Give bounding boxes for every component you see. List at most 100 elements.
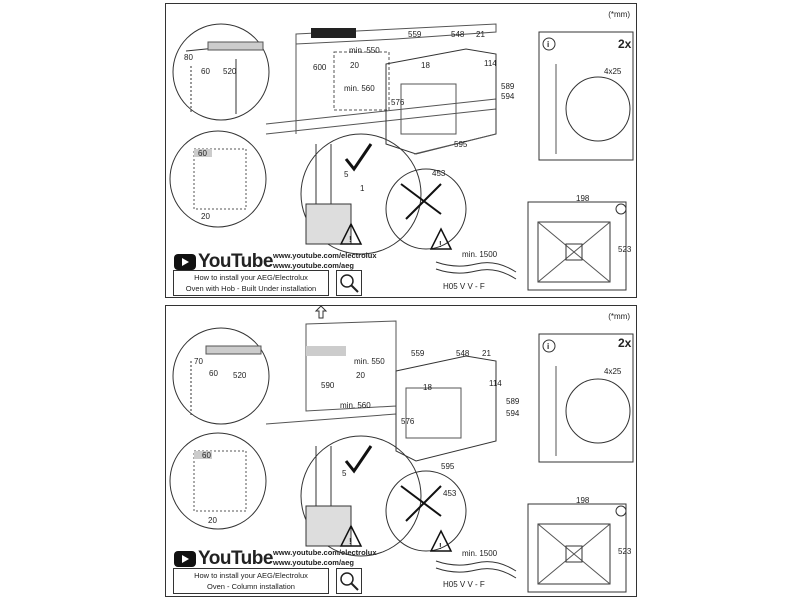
svg-text:4x25: 4x25 <box>604 67 622 76</box>
warning-icon <box>339 524 363 547</box>
svg-text:4x25: 4x25 <box>604 367 622 376</box>
svg-text:594: 594 <box>506 409 520 418</box>
built-under-diagram: ! ! i 80 60 520 600 min. 550 20 min. 560 <box>169 23 634 291</box>
svg-text:!: ! <box>349 537 352 546</box>
svg-text:520: 520 <box>233 371 247 380</box>
svg-text:min. 1500: min. 1500 <box>462 250 498 259</box>
svg-text:20: 20 <box>350 61 359 70</box>
warning-icon <box>429 227 453 250</box>
quantity-label: 2x <box>618 37 632 51</box>
column-installation-panel: ! ! i 70 60 520 590 min. 550 20 min. 560… <box>165 305 637 597</box>
info-icon <box>542 339 556 353</box>
svg-text:5: 5 <box>342 469 347 478</box>
up-arrow-icon <box>314 306 328 319</box>
svg-text:60: 60 <box>201 67 210 76</box>
svg-text:20: 20 <box>356 371 365 380</box>
info-icon <box>542 37 556 51</box>
hob-top-view <box>527 201 627 291</box>
svg-text:i: i <box>547 40 549 49</box>
youtube-logo: YouTube <box>174 548 273 570</box>
svg-text:60: 60 <box>209 369 218 378</box>
quantity-label: 2x <box>618 336 632 350</box>
svg-text:589: 589 <box>506 397 520 406</box>
svg-text:114: 114 <box>484 59 497 68</box>
detail-circle-cross <box>385 470 467 552</box>
url-aeg[interactable]: www.youtube.com/aeg <box>273 261 354 270</box>
svg-text:198: 198 <box>576 194 590 203</box>
svg-text:20: 20 <box>201 212 210 221</box>
svg-text:min. 1500: min. 1500 <box>462 549 498 558</box>
svg-text:21: 21 <box>476 30 485 39</box>
detail-circle-top-left <box>172 327 270 425</box>
detail-circle-cross <box>385 168 467 250</box>
detail-circle-top-left <box>172 23 270 121</box>
svg-text:!: ! <box>349 235 352 244</box>
svg-text:min. 560: min. 560 <box>340 401 371 410</box>
detail-circle-bottom-left <box>169 432 267 530</box>
svg-text:min. 560: min. 560 <box>344 84 375 93</box>
svg-text:!: ! <box>439 240 442 249</box>
svg-text:576: 576 <box>391 98 405 107</box>
unit-note: (*mm) <box>608 10 630 19</box>
svg-text:548: 548 <box>456 349 470 358</box>
youtube-urls: www.youtube.com/electrolux www.youtube.c… <box>273 251 377 271</box>
svg-text:!: ! <box>439 542 442 551</box>
detail-circle-check <box>300 435 422 557</box>
cross-mark-icon <box>405 183 442 220</box>
youtube-play-icon <box>174 254 196 270</box>
column-diagram: ! ! i 70 60 520 590 min. 550 20 min. 560… <box>169 306 634 593</box>
svg-text:1: 1 <box>360 184 365 193</box>
howto-box: How to install your AEG/Electrolux Oven … <box>173 568 329 594</box>
svg-text:min. 550: min. 550 <box>354 357 385 366</box>
svg-text:198: 198 <box>576 496 590 505</box>
svg-text:548: 548 <box>451 30 465 39</box>
column-cabinet <box>305 320 397 412</box>
built-under-installation-panel: ! ! i 80 60 520 600 min. 550 20 min. 560 <box>165 3 637 298</box>
svg-text:5: 5 <box>344 170 349 179</box>
svg-text:559: 559 <box>411 349 425 358</box>
svg-text:594: 594 <box>501 92 515 101</box>
svg-text:595: 595 <box>441 462 455 471</box>
url-electrolux[interactable]: www.youtube.com/electrolux <box>273 251 377 260</box>
svg-text:523: 523 <box>618 547 632 556</box>
hob-top-view <box>527 503 627 593</box>
svg-text:18: 18 <box>421 61 430 70</box>
url-aeg[interactable]: www.youtube.com/aeg <box>273 558 354 567</box>
svg-text:453: 453 <box>432 169 446 178</box>
svg-text:i: i <box>547 342 549 351</box>
check-mark-icon <box>344 445 373 474</box>
svg-text:70: 70 <box>194 357 203 366</box>
svg-text:590: 590 <box>321 381 335 390</box>
svg-text:114: 114 <box>489 379 502 388</box>
unit-note: (*mm) <box>608 312 630 321</box>
svg-text:453: 453 <box>443 489 457 498</box>
youtube-urls: www.youtube.com/electrolux www.youtube.c… <box>273 548 377 568</box>
svg-text:559: 559 <box>408 30 422 39</box>
svg-text:520: 520 <box>223 67 237 76</box>
detail-circle-bottom-left <box>169 130 267 228</box>
url-electrolux[interactable]: www.youtube.com/electrolux <box>273 548 377 557</box>
search-icon <box>336 270 362 296</box>
info-box <box>538 333 634 463</box>
check-mark-icon <box>344 143 373 172</box>
warning-icon <box>429 529 453 552</box>
svg-text:20: 20 <box>208 516 217 525</box>
svg-text:18: 18 <box>423 383 432 392</box>
youtube-logo: YouTube <box>174 251 273 273</box>
youtube-play-icon <box>174 551 196 567</box>
search-icon <box>336 568 362 594</box>
svg-text:min. 550: min. 550 <box>349 46 380 55</box>
detail-circle-check <box>300 133 422 255</box>
svg-text:21: 21 <box>482 349 491 358</box>
svg-text:576: 576 <box>401 417 415 426</box>
svg-text:60: 60 <box>198 149 207 158</box>
howto-box: How to install your AEG/Electrolux Oven … <box>173 270 329 296</box>
svg-text:600: 600 <box>313 63 327 72</box>
svg-text:523: 523 <box>618 245 632 254</box>
info-box <box>538 31 634 161</box>
warning-icon <box>339 222 363 245</box>
svg-text:595: 595 <box>454 140 468 149</box>
svg-text:589: 589 <box>501 82 515 91</box>
oven-drawing <box>395 355 497 462</box>
cable-label: H05 V V - F <box>443 580 485 589</box>
